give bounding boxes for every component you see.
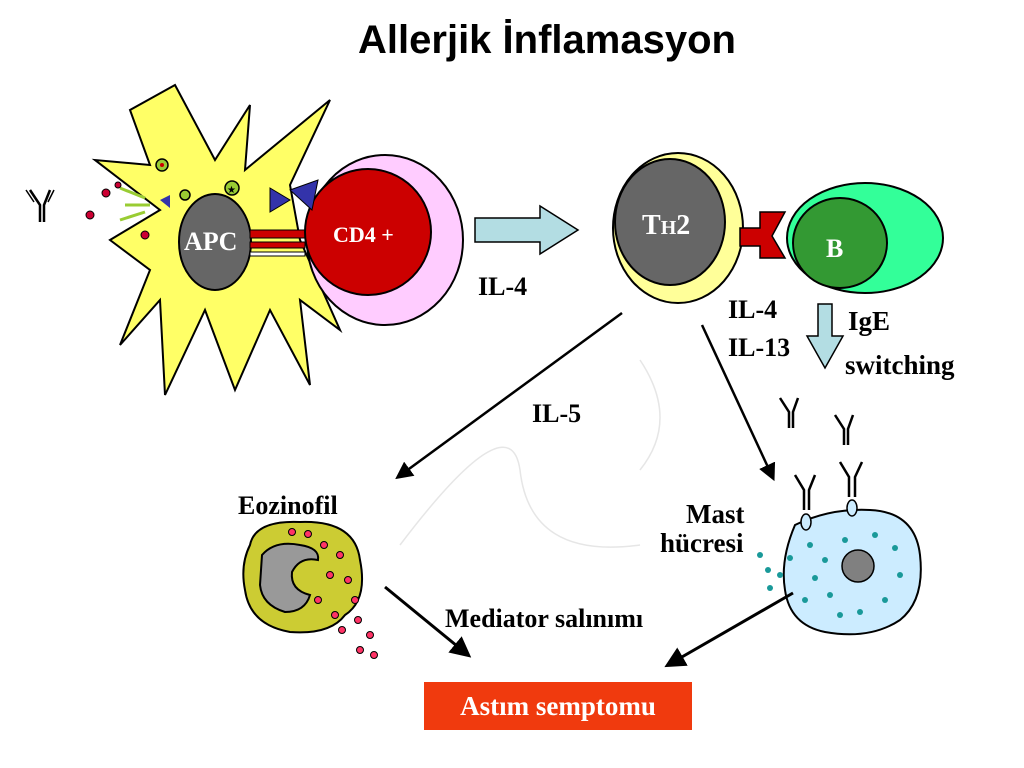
arrow-eosinophil-to-result	[384, 585, 472, 658]
eosinophil-nucleus	[258, 542, 320, 614]
mhc-bar	[249, 251, 306, 257]
arrow-mast-to-result	[664, 591, 794, 668]
apc-label: APC	[184, 227, 237, 256]
block-arrow-right	[474, 204, 580, 256]
mast-label-line1: Mast	[686, 499, 744, 529]
cd40-receptor	[739, 211, 787, 259]
mhc-bar	[249, 229, 306, 239]
apc-receptor	[269, 187, 291, 213]
mast-cell	[757, 461, 922, 636]
ige-switching-line2: switching	[845, 350, 955, 380]
apc-receptor-small	[160, 195, 170, 208]
apc-cell: APC ★	[91, 83, 343, 396]
apc-star: ★	[227, 185, 236, 196]
il5-label: IL-5	[532, 399, 581, 428]
apc-granule	[179, 189, 191, 201]
antibody-icon	[25, 189, 55, 222]
b-cell: B	[786, 182, 944, 294]
il4-label-top: IL-4	[478, 272, 527, 301]
b-label: B	[826, 234, 843, 263]
arrow-th2-to-eosinophil	[395, 311, 623, 480]
antigen-particles	[85, 181, 150, 240]
cd4-label: CD4 +	[333, 222, 394, 247]
eosinophil-granules	[288, 528, 378, 659]
apc-granule-core	[160, 163, 164, 167]
apc-granule	[224, 180, 240, 196]
mast-granules	[757, 532, 903, 618]
th2-nucleus	[614, 158, 726, 286]
result-box: Astım semptomu	[424, 682, 692, 730]
block-arrow-down	[805, 303, 845, 370]
ige-antibodies	[778, 397, 855, 445]
eosinophil-label: Eozinofil	[238, 491, 338, 520]
cd4-cell: CD4 +	[289, 154, 464, 326]
il4-label-right: IL-4	[728, 295, 777, 324]
allergen-lines	[119, 186, 150, 222]
background-curves	[399, 359, 661, 548]
mast-label-line2: hücresi	[660, 528, 744, 558]
il13-label: IL-13	[728, 333, 790, 362]
ige-switching-line1: IgE	[848, 306, 890, 336]
th2-cell: TH2	[612, 152, 744, 304]
diagram-title: Allerjik İnflamasyon	[358, 18, 736, 62]
eosinophil-cell	[242, 520, 378, 659]
mast-nucleus	[841, 549, 875, 583]
cd4-nucleus	[304, 168, 432, 296]
mhc-bar	[249, 241, 306, 249]
b-nucleus	[792, 197, 888, 289]
mediator-label: Mediator salınımı	[445, 604, 643, 633]
arrow-th2-to-mast	[700, 324, 776, 482]
mast-bound-ige	[793, 461, 864, 510]
tcr-receptor	[289, 179, 319, 211]
th2-label: TH2	[642, 210, 690, 241]
